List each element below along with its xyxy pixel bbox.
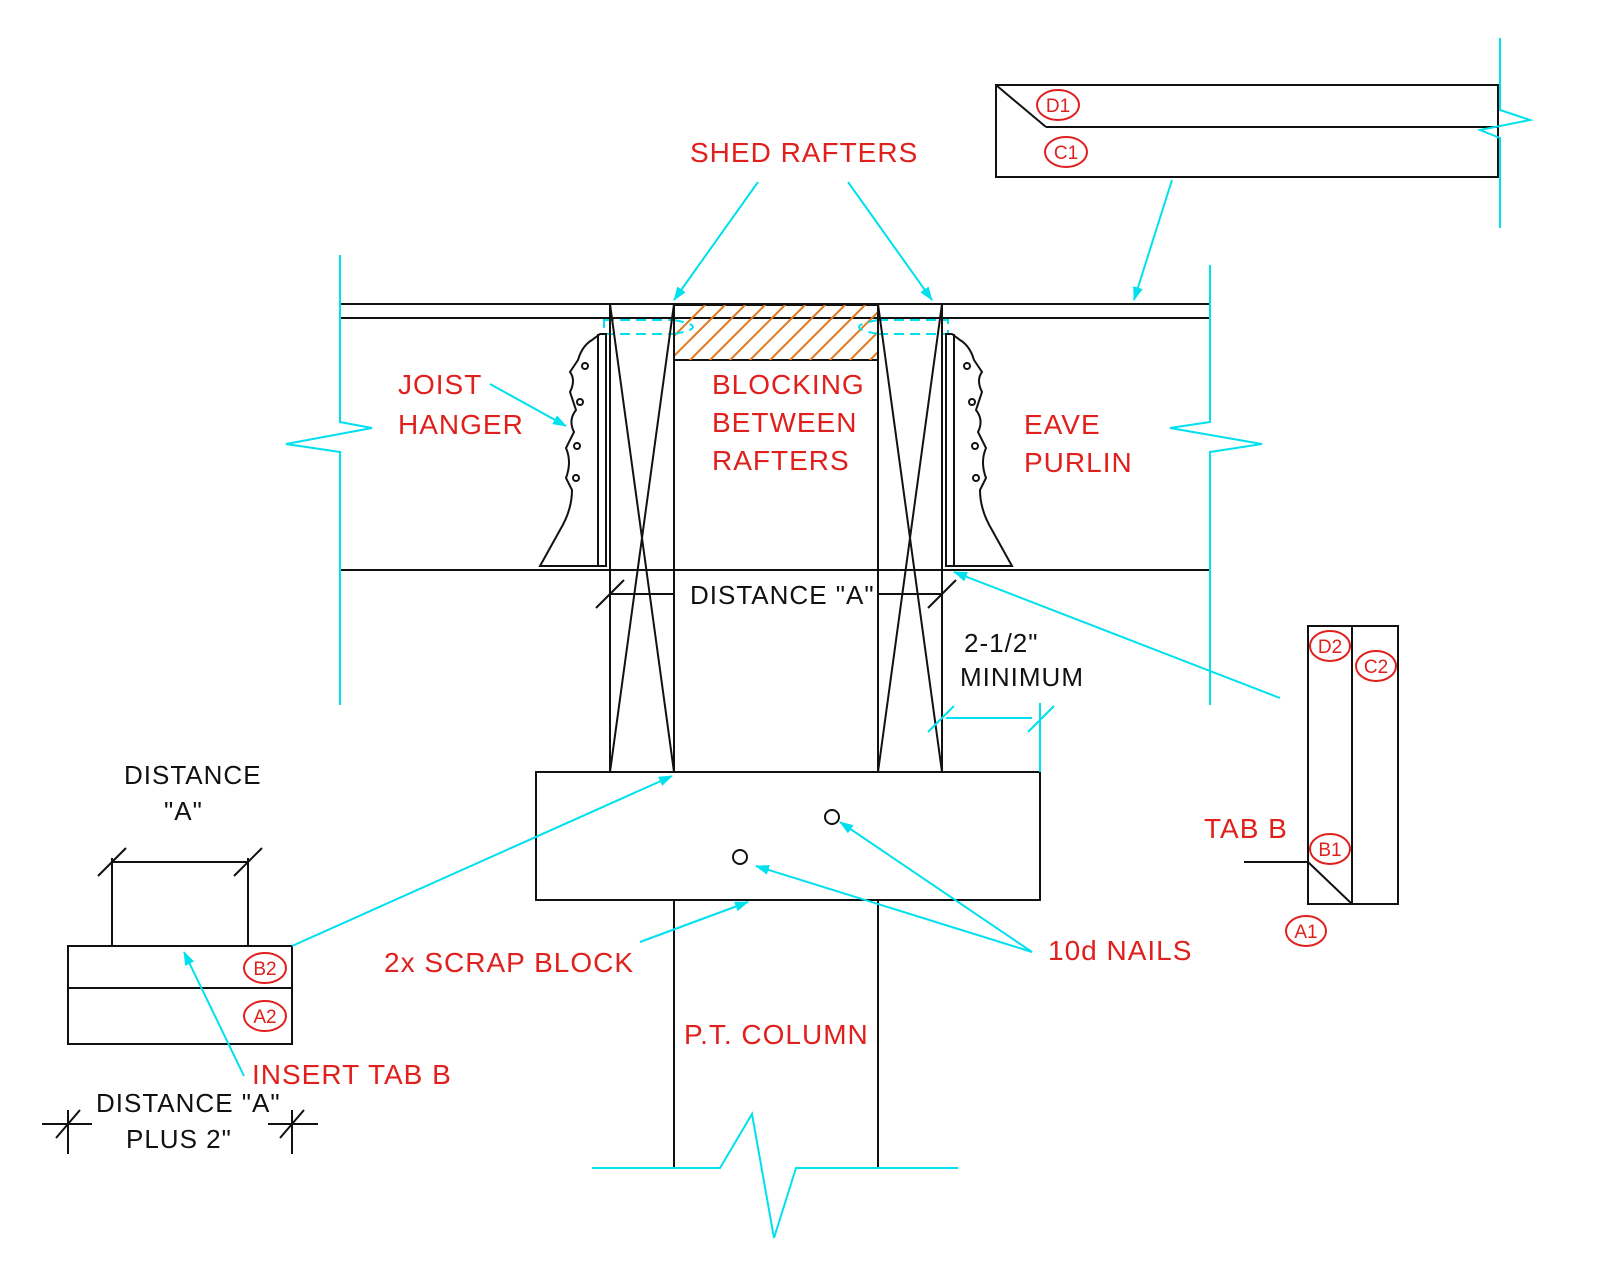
label-distance-a-center: DISTANCE "A"	[690, 580, 875, 610]
tag-a1: A1	[1285, 915, 1327, 947]
tab-detail-left	[42, 847, 318, 1154]
label-shed-rafters: SHED RAFTERS	[690, 137, 918, 168]
label-eave-purlin-1: EAVE	[1024, 409, 1101, 440]
right-rafter	[877, 303, 943, 773]
label-eave-purlin-2: PURLIN	[1024, 447, 1133, 478]
svg-text:B2: B2	[253, 959, 276, 980]
label-column: P.T. COLUMN	[684, 1019, 869, 1050]
label-blocking-3: RAFTERS	[712, 445, 850, 476]
tag-a2: A2	[243, 1000, 287, 1032]
label-scrap-block: 2x SCRAP BLOCK	[384, 947, 634, 978]
label-min-2: MINIMUM	[960, 662, 1084, 692]
tag-d1: D1	[1036, 89, 1080, 121]
tab-detail-right	[1244, 625, 1399, 905]
blocking-between-rafters	[673, 304, 879, 361]
tag-d2: D2	[1309, 630, 1351, 662]
joist-hanger-right	[945, 333, 1014, 567]
pt-column	[592, 900, 958, 1239]
label-distance-plus-2: PLUS 2"	[126, 1124, 232, 1154]
label-joist-hanger-1: JOIST	[398, 369, 482, 400]
label-blocking-1: BLOCKING	[712, 369, 865, 400]
svg-text:A1: A1	[1294, 922, 1317, 943]
main-assembly	[285, 255, 1263, 1239]
svg-text:D2: D2	[1318, 637, 1342, 658]
label-distance-plus-1: DISTANCE "A"	[96, 1088, 281, 1118]
label-joist-hanger-2: HANGER	[398, 409, 524, 440]
svg-text:A2: A2	[253, 1007, 276, 1028]
tag-b2: B2	[243, 952, 287, 984]
left-rafter	[609, 303, 675, 773]
label-insert-tab: INSERT TAB B	[252, 1059, 452, 1090]
tag-b1: B1	[1309, 833, 1351, 865]
scrap-block	[535, 771, 1041, 901]
label-nails: 10d NAILS	[1048, 935, 1192, 966]
label-blocking-2: BETWEEN	[712, 407, 857, 438]
nail-2	[732, 849, 748, 865]
leader-arrows	[183, 179, 1281, 1077]
svg-text:B1: B1	[1318, 840, 1341, 861]
nail-1	[824, 809, 840, 825]
label-distance-a-top-1: DISTANCE	[124, 760, 262, 790]
svg-text:C1: C1	[1054, 143, 1078, 164]
svg-text:C2: C2	[1364, 657, 1388, 678]
label-min-1: 2-1/2"	[964, 628, 1039, 658]
svg-text:D1: D1	[1046, 96, 1070, 117]
joist-hanger-left	[538, 333, 607, 567]
rafter-detail-top-right	[995, 38, 1534, 228]
tag-c2: C2	[1355, 650, 1397, 682]
label-tab-b: TAB B	[1204, 813, 1288, 844]
label-distance-a-top-2: "A"	[164, 796, 203, 826]
tag-c1: C1	[1044, 136, 1088, 168]
